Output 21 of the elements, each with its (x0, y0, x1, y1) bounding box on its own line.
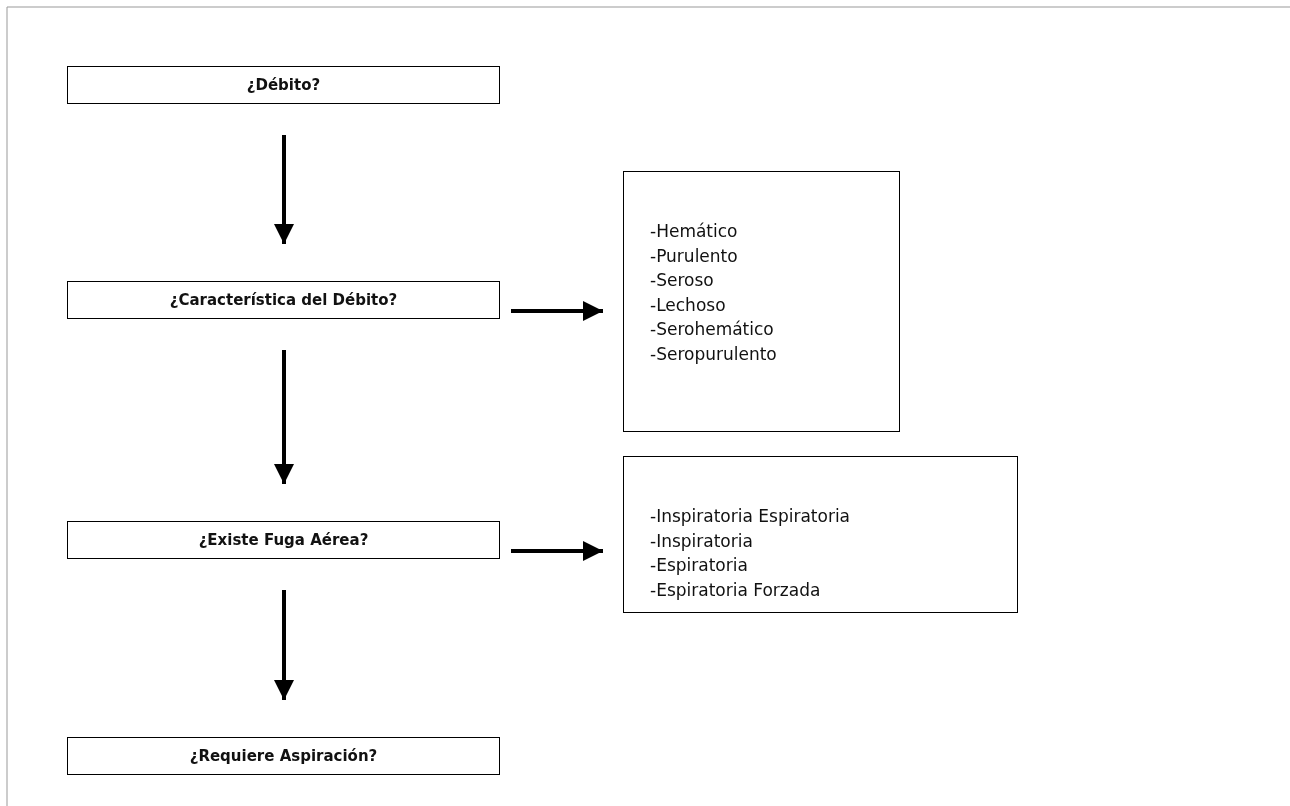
arrow (274, 350, 294, 484)
option-text: -Hemático (650, 220, 738, 243)
question-box: ¿Existe Fuga Aérea? (67, 521, 500, 559)
option-text: -Serohemático (650, 318, 774, 341)
option-text: -Inspiratoria (650, 529, 753, 553)
question-box: ¿Requiere Aspiración? (67, 737, 500, 775)
arrow (511, 541, 603, 561)
options-box (623, 171, 900, 432)
question-box: ¿Débito? (67, 66, 500, 104)
arrow (511, 301, 603, 321)
options-box (623, 456, 1018, 613)
option-text: -Seroso (650, 269, 714, 292)
option-text: -Lechoso (650, 293, 726, 317)
option-text: -Purulento (650, 244, 738, 268)
arrow (274, 590, 294, 700)
option-text: -Espiratoria Forzada (650, 578, 821, 602)
option-text: -Seropurulento (650, 342, 777, 366)
option-text: -Espiratoria (650, 554, 748, 577)
option-text: -Inspiratoria Espiratoria (650, 505, 850, 528)
question-box: ¿Característica del Débito? (67, 281, 500, 319)
arrow (274, 135, 294, 244)
